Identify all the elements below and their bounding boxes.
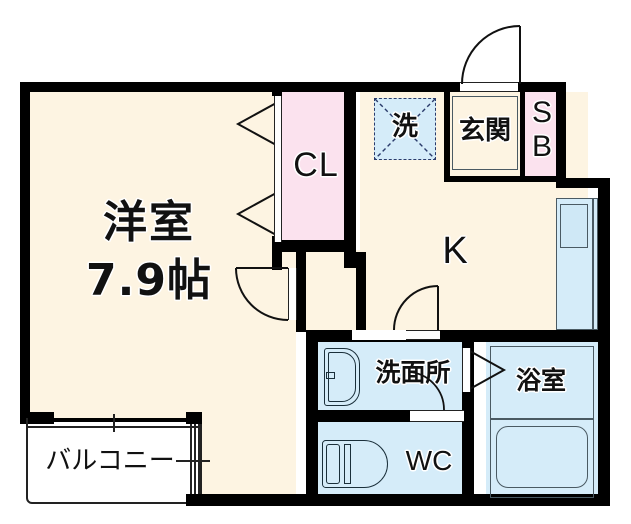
- balcony-jamb-bottom: [186, 494, 202, 506]
- vanity-door-threshold: [352, 330, 406, 340]
- bathtub-icon: [496, 426, 588, 488]
- wall-top-right: [354, 82, 460, 92]
- wall-right-upper: [556, 82, 566, 186]
- entrance-door-icon[interactable]: [458, 25, 522, 86]
- kitchen-door-icon[interactable]: [382, 285, 440, 332]
- wall-right-outer: [598, 178, 610, 506]
- toilet-tank-icon: [326, 444, 340, 484]
- wall-bottom-living: [186, 494, 322, 506]
- wall-right-step: [556, 178, 610, 188]
- wall-closet-bottom: [272, 240, 356, 252]
- wall-left-outer: [20, 82, 30, 420]
- balcony-window-mullion: [113, 414, 115, 432]
- bath-door-panel: [462, 348, 471, 392]
- wall-top-left: [20, 82, 354, 92]
- closet-door-icon: [235, 101, 279, 237]
- entrance-step-outline: [452, 96, 518, 170]
- vanity-basin-inner: [328, 352, 356, 402]
- wall-waterroom-left: [306, 330, 318, 506]
- wall-hall-left: [296, 252, 306, 332]
- closet-door-panel: [274, 96, 282, 242]
- wall-living-closet: [272, 82, 282, 96]
- kitchen-door-threshold: [382, 330, 440, 340]
- shoe-box-area: [524, 92, 560, 178]
- bath-room-outline: [490, 346, 594, 498]
- wall-top-right-2: [514, 82, 566, 92]
- wall-entrance-bottom: [444, 176, 564, 182]
- bath-door-icon[interactable]: [466, 348, 507, 392]
- wall-entrance-left: [444, 86, 450, 182]
- wc-door-threshold: [410, 410, 464, 422]
- living-door-icon[interactable]: [235, 267, 290, 322]
- closet-area: [280, 92, 348, 242]
- wall-kitchen-left: [356, 252, 366, 330]
- wall-closet-right: [344, 86, 356, 268]
- bath-divider-line: [490, 418, 594, 420]
- balcony-area: [26, 420, 198, 502]
- wc-door-icon[interactable]: [404, 371, 448, 412]
- bath-area: [486, 342, 604, 502]
- vanity-basin-icon: [324, 348, 360, 406]
- wall-living-closet-2: [272, 236, 282, 270]
- entrance-door-threshold: [460, 82, 518, 92]
- washing-machine-cross-icon: [374, 98, 436, 160]
- balcony-door-tick: [176, 460, 210, 462]
- toilet-seat-divider: [344, 444, 351, 484]
- living-door-panel: [288, 268, 297, 320]
- kitchen-sink-icon: [560, 204, 588, 248]
- vanity-faucet-icon: [326, 372, 335, 379]
- balcony-jamb-top: [186, 412, 202, 424]
- toilet-bowl-icon: [322, 440, 388, 488]
- wall-shoebox-left: [520, 88, 525, 180]
- kitchen-counter-edge-line: [592, 198, 594, 330]
